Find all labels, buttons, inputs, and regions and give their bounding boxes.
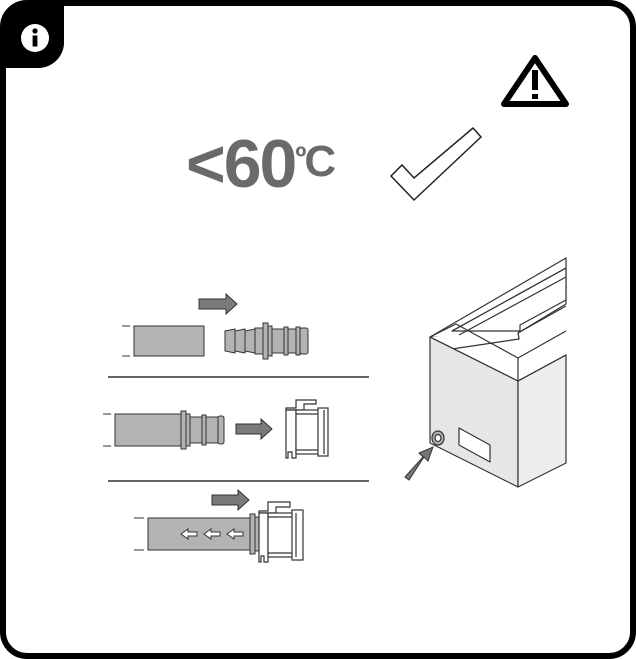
barbed-connector	[224, 322, 309, 360]
temperature-comparator: <	[186, 126, 226, 202]
handle-recess	[458, 427, 491, 463]
checkmark-icon	[389, 126, 483, 202]
hose-tube	[103, 413, 182, 447]
max-temperature-label: <60ºC	[186, 130, 336, 200]
water-bath-tank	[429, 257, 567, 488]
step-1-connect-hose	[122, 292, 309, 360]
pointer-arrow-icon	[404, 446, 434, 481]
push-arrow-icon	[235, 417, 273, 441]
connector-end	[249, 513, 260, 555]
step-2-attach-coupling	[103, 399, 329, 459]
flow-arrows	[180, 528, 244, 540]
temperature-value: 60	[223, 126, 298, 202]
connector-end	[180, 410, 225, 450]
temperature-unit: C	[304, 137, 336, 186]
warning-triangle-icon	[501, 55, 569, 107]
info-icon	[3, 3, 64, 69]
push-arrow-icon	[198, 292, 238, 316]
drain-port	[431, 430, 445, 446]
quick-coupling	[285, 399, 329, 459]
quick-coupling	[258, 501, 304, 563]
degree-symbol: º	[295, 141, 306, 174]
step-3-flow-direction	[134, 488, 304, 563]
hose-tube	[122, 325, 205, 357]
push-arrow-icon	[211, 488, 250, 512]
